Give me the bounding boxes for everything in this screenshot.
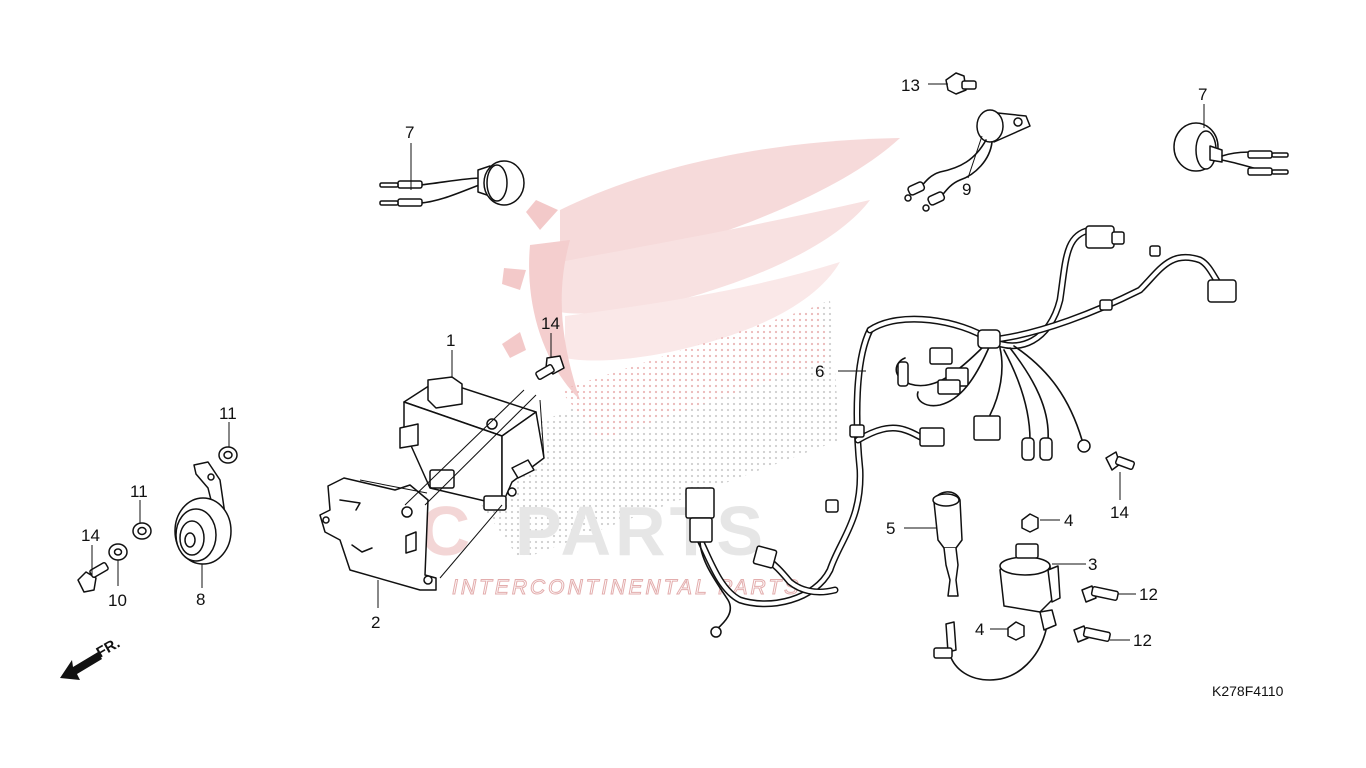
callout-12-upper: 12 — [1139, 585, 1158, 604]
callout-6: 6 — [815, 362, 824, 381]
callout-10: 10 — [108, 591, 127, 610]
callout-4-lower: 4 — [975, 620, 984, 639]
callout-7-right: 7 — [1198, 85, 1207, 104]
callout-2: 2 — [371, 613, 380, 632]
part-11-nut-lower[interactable] — [132, 522, 152, 540]
part-12-bolt-upper[interactable] — [1081, 585, 1119, 603]
part-13-bolt[interactable] — [945, 72, 977, 95]
callout-14-right: 14 — [1110, 503, 1129, 522]
part-8-horn[interactable] — [174, 461, 232, 565]
diagram-code: K278F4110 — [1212, 683, 1284, 699]
watermark-tagline: INTERCONTINENTAL PARTS — [452, 576, 801, 599]
part-3-ignition-coil[interactable] — [933, 543, 1061, 681]
callout-14-upper: 14 — [541, 314, 560, 333]
callout-12-lower: 12 — [1133, 631, 1152, 650]
part-14-bolt-left[interactable] — [77, 562, 109, 593]
callout-3: 3 — [1088, 555, 1097, 574]
part-9-sensor[interactable] — [904, 109, 1031, 212]
part-4-nut-lower[interactable] — [1007, 621, 1025, 641]
callout-14-left: 14 — [81, 526, 100, 545]
callout-5: 5 — [886, 519, 895, 538]
part-10-washer[interactable] — [108, 543, 128, 561]
callout-9: 9 — [962, 180, 971, 199]
part-5-plug-cap[interactable] — [932, 491, 963, 597]
leader-lines — [91, 83, 1205, 641]
part-14-bolt-upper[interactable] — [535, 355, 565, 380]
callout-4-upper: 4 — [1064, 511, 1073, 530]
watermark: IC PARTS INTERCONTINENTAL PARTS — [400, 138, 900, 600]
callout-labels: 7 7 13 9 1 14 2 11 11 14 10 8 6 14 5 4 3… — [81, 76, 1207, 650]
callout-1: 1 — [446, 331, 455, 350]
callout-11-lower: 11 — [130, 482, 148, 501]
arrow-front-icon — [60, 652, 102, 680]
part-6-wire-harness[interactable] — [685, 225, 1237, 638]
callout-8: 8 — [196, 590, 205, 609]
part-1-control-unit[interactable] — [399, 376, 545, 511]
part-4-nut-upper[interactable] — [1021, 513, 1039, 533]
callout-7-left: 7 — [405, 123, 414, 142]
callout-11-upper: 11 — [219, 404, 237, 423]
watermark-brand: PARTS — [515, 492, 767, 570]
direction-indicator: FR. — [60, 635, 123, 680]
part-7-right[interactable] — [1173, 122, 1289, 176]
watermark-wing-icon — [502, 138, 900, 400]
part-2-bracket[interactable] — [319, 477, 437, 591]
part-12-bolt-lower[interactable] — [1073, 625, 1111, 643]
part-14-bolt-right[interactable] — [1105, 451, 1136, 471]
callout-13: 13 — [901, 76, 920, 95]
part-7-left[interactable] — [379, 160, 525, 207]
part-11-nut-upper[interactable] — [218, 446, 238, 464]
